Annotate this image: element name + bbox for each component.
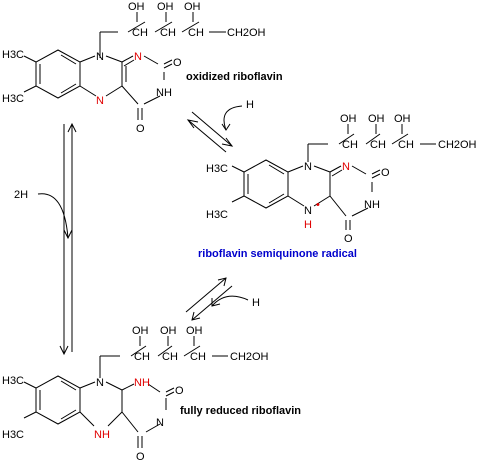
semiquinone-riboflavin: CH CH CH CH2OH OH OH OH H3C H3C N N H: [198, 113, 477, 260]
equilibrium-arrow-vertical: 2H: [14, 122, 77, 356]
imide-label: NH: [364, 199, 380, 211]
oxidized-caption: oxidized riboflavin: [186, 71, 283, 83]
oxygen-label: O: [136, 451, 145, 463]
benzene-ring: H3C H3C: [206, 159, 289, 221]
svg-text:CH: CH: [398, 139, 414, 151]
methyl-label: H3C: [2, 375, 24, 387]
oxygen-label: O: [175, 385, 184, 397]
methyl-label: H3C: [206, 163, 228, 175]
svg-text:CH: CH: [132, 27, 148, 39]
oxygen-label: O: [344, 233, 353, 245]
hydroxyl-label: OH: [394, 113, 411, 125]
ribityl-chain: CH CH CH CH2OH OH OH OH: [99, 1, 266, 58]
oxygen-label: O: [173, 57, 182, 69]
pyrimidine-ring: N NH O O: [121, 51, 182, 135]
benzene-ring: H3C H3C: [2, 375, 81, 441]
amine-label: NH: [94, 429, 110, 441]
hydrogen-reagent: H: [252, 297, 260, 309]
radical-dot: •: [316, 199, 320, 211]
pyrazine-ring: N N H •: [287, 161, 331, 231]
equilibrium-arrow-bottom: H: [185, 277, 260, 321]
oxidized-riboflavin: CH CH CH CH2OH OH OH OH H3C H3C: [2, 1, 283, 135]
pyrazine-ring: N N: [79, 51, 127, 107]
oxygen-label: O: [136, 123, 145, 135]
amine-label: NH: [134, 377, 150, 389]
nitrogen-label: N: [96, 95, 104, 107]
nitrogen-label: N: [134, 51, 142, 63]
hydroxyl-label: OH: [128, 1, 145, 13]
hydroxyl-label: OH: [132, 325, 149, 337]
hydroxyl-label: OH: [160, 325, 177, 337]
nitrogen-label: N: [96, 377, 104, 389]
svg-text:CH: CH: [188, 27, 204, 39]
hydrogen-reagent: H: [246, 99, 254, 111]
svg-text:CH: CH: [160, 27, 176, 39]
imide-label: NH: [156, 87, 172, 99]
reduced-riboflavin: CH CH CH CH2OH OH OH OH H3C H3C N NH: [2, 325, 301, 463]
svg-text:CH: CH: [134, 351, 150, 363]
benzene-ring: H3C H3C: [2, 49, 81, 105]
nitrogen-label: N: [304, 161, 312, 173]
chain-end-label: CH2OH: [230, 351, 269, 363]
svg-text:CH: CH: [162, 351, 178, 363]
methyl-label: H3C: [2, 93, 24, 105]
svg-text:CH: CH: [190, 351, 206, 363]
pyrimidine-ring: N NH O O: [329, 161, 390, 245]
nitrogen-label: N: [304, 205, 312, 217]
semiquinone-caption: riboflavin semiquinone radical: [198, 248, 357, 260]
hydroxyl-label: OH: [186, 325, 203, 337]
reduced-caption: fully reduced riboflavin: [180, 405, 301, 417]
svg-text:CH: CH: [342, 139, 358, 151]
nitrogen-label: N: [342, 161, 350, 173]
pyrazine-ring: N NH: [79, 377, 123, 441]
chain-end-label: CH2OH: [227, 27, 266, 39]
chain-end-label: CH2OH: [438, 139, 477, 151]
radical-hydrogen: H: [304, 219, 312, 231]
hydroxyl-label: OH: [157, 1, 174, 13]
oxygen-label: O: [381, 167, 390, 179]
nitrogen-label: N: [156, 417, 164, 429]
ribityl-chain: CH CH CH CH2OH OH OH OH: [99, 325, 269, 378]
svg-text:CH: CH: [370, 139, 386, 151]
ribityl-chain: CH CH CH CH2OH OH OH OH: [307, 113, 477, 162]
dihydrogen-reagent: 2H: [14, 189, 28, 201]
hydroxyl-label: OH: [368, 113, 385, 125]
methyl-label: H3C: [2, 429, 24, 441]
methyl-label: H3C: [2, 49, 24, 61]
methyl-label: H3C: [206, 209, 228, 221]
hydroxyl-label: OH: [340, 113, 357, 125]
nitrogen-label: N: [96, 51, 104, 63]
equilibrium-arrow-top: H: [186, 99, 254, 153]
pyrimidine-ring: NH N O O: [121, 377, 184, 463]
hydroxyl-label: OH: [184, 1, 201, 13]
